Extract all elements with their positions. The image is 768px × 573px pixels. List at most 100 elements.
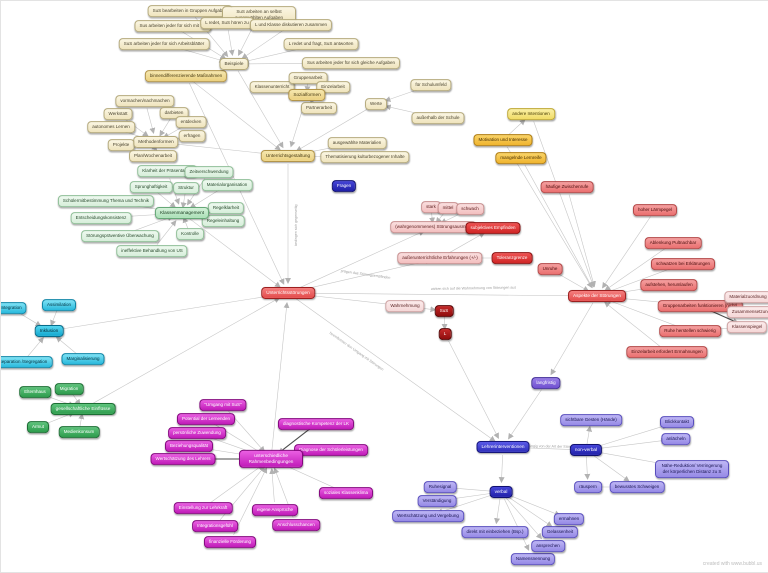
node-R13[interactable]: Unruhe (537, 263, 563, 275)
node-c23[interactable]: autonomes Lernen (87, 121, 135, 133)
node-o2[interactable]: Motivation und Interesse (473, 134, 533, 146)
node-R11[interactable]: Ruhe herstellen schwierig (659, 325, 721, 337)
node-y2[interactable]: Assimilation (41, 299, 77, 311)
node-b10[interactable]: Ruhesignal (423, 481, 457, 493)
node-R5[interactable]: schwatzen bei Erklärungen (650, 258, 716, 270)
node-dg5[interactable]: Medienkonsum (58, 426, 100, 438)
node-p6[interactable]: außerunterrichtliche Erfahrungen (+/-) (397, 252, 483, 264)
node-c7[interactable]: L redet und fragt, SuS antworten (283, 38, 359, 50)
node-b6[interactable]: Nähe-Reduktion/ Verringerung der körperl… (655, 460, 729, 478)
node-p10[interactable]: L (438, 328, 452, 340)
node-m9[interactable]: soziales Klassenklima (318, 487, 374, 499)
node-c24[interactable]: erfragen (178, 130, 206, 142)
node-g11[interactable]: Störungspräventive Überwachung (81, 230, 159, 242)
node-b15[interactable]: ansprechen (531, 540, 565, 552)
node-g6[interactable]: Schülermitbestimmung Thema und Technik (57, 195, 155, 207)
node-g8[interactable]: Regelklarheit (207, 202, 245, 214)
node-g7[interactable]: Klassenmanagement (154, 206, 210, 220)
node-b14[interactable]: Namensnennung (510, 553, 556, 565)
node-dg4[interactable]: Armut (26, 421, 50, 433)
node-R8[interactable]: Materialzuordnung (724, 291, 768, 303)
node-b13[interactable]: direkt mit einbeziehen (Bsp.) (461, 526, 529, 538)
node-o3[interactable]: mangelnde Lernreife (495, 152, 547, 164)
node-y4[interactable]: Separation /Segregation (1, 356, 53, 368)
node-p4[interactable]: (wahrgenommenes) Störungsausmaß (390, 221, 476, 233)
node-b1[interactable]: Lehrerinterventionen (476, 440, 530, 454)
node-c1[interactable]: SuS bearbeiten in Gruppen Aufgaben (147, 5, 233, 17)
node-c20[interactable]: Werkstatt (103, 108, 133, 120)
node-m5[interactable]: Wertschätzung des Lehrers (150, 453, 216, 465)
node-m12[interactable]: finanzielle Förderung (203, 536, 257, 548)
node-m10[interactable]: Einstellung zur Lehrkraft (173, 502, 233, 514)
node-b7[interactable]: räuspern (574, 481, 602, 493)
node-p9[interactable]: SuS (434, 305, 454, 317)
node-c17[interactable]: für Schulumfeld (410, 79, 452, 91)
node-c18[interactable]: außerhalb der Schule (411, 112, 465, 124)
node-g4[interactable]: Materialorganisation (201, 179, 253, 191)
node-g2[interactable]: Zeitverschwendung (184, 166, 234, 178)
node-dg2[interactable]: Migration (54, 383, 84, 395)
node-b2[interactable]: non-verbal (569, 443, 603, 457)
node-R3[interactable]: hoher Lärmpegel (632, 204, 678, 216)
node-g12[interactable]: Kontrolle (176, 228, 204, 240)
node-o1[interactable]: andere Intentionen (507, 108, 555, 120)
node-m1[interactable]: "Umgang mit SuS" (199, 399, 247, 411)
node-b16[interactable]: Gelassenheit (541, 526, 579, 538)
node-c16[interactable]: Werte (365, 98, 387, 110)
node-b11[interactable]: Verständigung (417, 495, 457, 507)
node-m6[interactable]: unterschiedliche Rahmenbedingungen (239, 449, 303, 469)
node-R12[interactable]: Einzelarbeit erfordert Ermahnungen (626, 346, 708, 358)
node-c26[interactable]: Projekte (107, 139, 135, 151)
node-dg1[interactable]: Elternhaus (19, 386, 51, 398)
node-c6[interactable]: SuS arbeiten jeder für sich Arbeitsblätt… (118, 38, 210, 50)
node-r0[interactable]: Unterrichtsstörungen (261, 286, 315, 300)
node-y5[interactable]: Marginalisierung (61, 353, 105, 365)
node-f1[interactable]: Fragen (331, 180, 357, 192)
node-R1[interactable]: Aspekte der Störungen (568, 289, 626, 303)
node-p3[interactable]: schwach (456, 203, 484, 215)
node-g10[interactable]: Regeleinhaltung (201, 215, 245, 227)
node-b4[interactable]: Blickkontakt (659, 416, 695, 428)
node-m7[interactable]: diagnostische Kompetenz der LK (277, 418, 355, 430)
node-b3[interactable]: sichtbare Gesten (Hände) (560, 414, 622, 426)
node-c21[interactable]: darbieten (159, 107, 189, 119)
node-m2[interactable]: Potential der Lernenden (176, 413, 236, 425)
node-R9[interactable]: Zusammensetzung (726, 306, 768, 318)
node-m3[interactable]: persönliche Zuwendung (168, 427, 226, 439)
node-c14[interactable]: Sozialformen (288, 88, 326, 102)
node-b9[interactable]: verbal (489, 485, 513, 499)
node-dg3[interactable]: gesellschaftliche Einflüsse (50, 402, 116, 416)
node-g9[interactable]: Entscheidungskonsistenz (70, 212, 132, 224)
node-c25[interactable]: Methodenformen (133, 135, 179, 149)
node-m4[interactable]: Beziehungsqualität (164, 440, 214, 452)
node-m8[interactable]: Diagnose der Schülerleistungen (294, 444, 368, 456)
node-c9[interactable]: Beispiele (219, 57, 249, 71)
node-c22[interactable]: entdecken (175, 116, 207, 128)
node-p8[interactable]: Wahrnehmung (385, 300, 425, 312)
node-c11[interactable]: Klassenunterricht (249, 81, 295, 93)
node-c8[interactable]: Sus arbeiten jeder für sich gleiche Aufg… (301, 57, 401, 69)
node-c28[interactable]: Unterrichtsgestaltung (260, 149, 316, 163)
node-c10[interactable]: binnendifferenzierende Maßnahmen (144, 70, 228, 82)
node-b0[interactable]: langfristig (531, 377, 561, 389)
node-g3[interactable]: Sprunghaftigkeit (129, 181, 173, 193)
node-p5[interactable]: subjektives Empfinden (465, 222, 521, 234)
node-c4[interactable]: L redet, SuS hören zu (200, 17, 254, 29)
node-c30[interactable]: Thematisierung kulturbezogener Inhalte (320, 151, 410, 163)
node-c13[interactable]: Einzelarbeit (316, 81, 350, 93)
node-R2[interactable]: häufige Zwischenrufe (540, 181, 594, 193)
node-y1[interactable]: Integration (1, 302, 27, 314)
node-c12[interactable]: Gruppenarbeit (288, 72, 328, 84)
node-b8[interactable]: bewusstes Schweigen (609, 481, 665, 493)
node-c27[interactable]: Plan/Wochenarbeit (129, 150, 177, 162)
node-p7[interactable]: Toleranzgrenze (491, 252, 533, 264)
node-R6[interactable]: aufstehen, herumlaufen (640, 279, 698, 291)
node-c5[interactable]: L und Klasse diskutieren zusammen (249, 19, 333, 31)
node-R7[interactable]: Gruppenarbeiten funktionieren (nicht) (657, 300, 743, 312)
node-b5[interactable]: anlächeln (661, 433, 691, 445)
node-c29[interactable]: ausgewählte Materialien (327, 137, 387, 149)
node-c15[interactable]: Partnerarbeit (300, 102, 338, 114)
node-R10[interactable]: Klassenspiegel (726, 321, 768, 333)
node-m13[interactable]: eigene Ansprüche (251, 504, 299, 516)
